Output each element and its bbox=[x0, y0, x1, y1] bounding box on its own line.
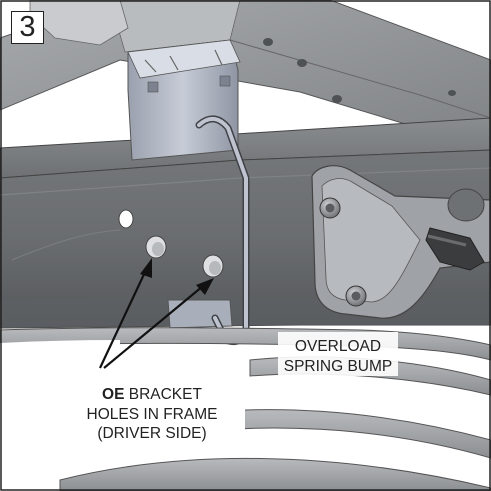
oe-bracket-label-line2: HOLES IN FRAME bbox=[86, 405, 218, 423]
overload-label-line2: SPRING BUMP bbox=[283, 357, 393, 375]
oe-bold-text: OE bbox=[102, 386, 125, 403]
overload-spring-bump-label: OVERLOAD SPRING BUMP bbox=[283, 337, 393, 376]
oe-bracket-holes-label: OE BRACKET HOLES IN FRAME (DRIVER SIDE) bbox=[62, 385, 242, 444]
oe-bracket-label-line1: OE BRACKET bbox=[62, 385, 242, 405]
overload-label-line1: OVERLOAD bbox=[294, 338, 382, 355]
bracket-text: BRACKET bbox=[124, 386, 202, 403]
step-number-badge: 3 bbox=[11, 11, 44, 44]
oe-bracket-label-line3: (DRIVER SIDE) bbox=[97, 425, 207, 442]
